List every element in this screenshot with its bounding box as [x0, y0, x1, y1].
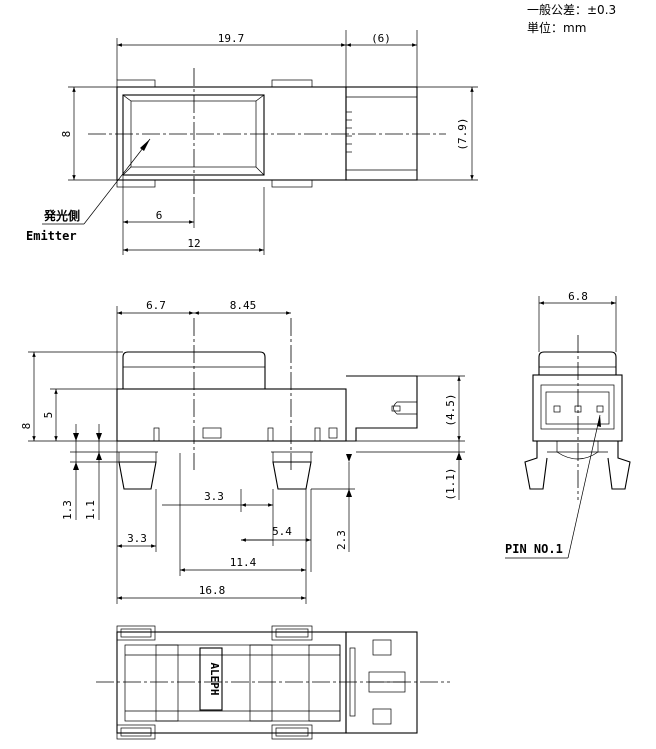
dim-side-pitch: 11.4	[230, 556, 257, 569]
dim-side-pin-width: 5.4	[272, 525, 292, 538]
dim-side-body-height: 5	[42, 412, 55, 419]
side-view: 6.7 8.45 8 5 (4.5) (1.1) 1.3 1.1	[20, 299, 465, 604]
bottom-view-body	[116, 631, 347, 734]
connector-latch	[393, 401, 417, 415]
dim-side-pin-height: 2.3	[335, 530, 348, 550]
top-view-tab	[271, 179, 313, 188]
dim-side-total: 16.8	[199, 584, 226, 597]
general-notes: 一般公差：±0.3 単位：mm	[527, 2, 616, 35]
dim-top-height-right: (7.9)	[456, 117, 469, 150]
dim-end-width: 6.8	[568, 290, 588, 303]
top-view-tab	[271, 79, 313, 88]
dim-side-connector-height: (4.5)	[444, 393, 457, 426]
emitter-label-jp: 発光側	[43, 208, 80, 223]
pin-3	[553, 405, 561, 413]
brand-label: ALEPH	[208, 662, 221, 695]
dim-side-connector-drop: (1.1)	[444, 467, 457, 500]
dim-side-leg-2: 1.1	[84, 500, 97, 520]
dim-emitter-width: 12	[187, 237, 200, 250]
side-view-body	[116, 388, 347, 442]
side-view-leg-left	[118, 461, 157, 490]
emitter-label-en: Emitter	[26, 229, 77, 243]
connector-ridges	[346, 111, 352, 153]
top-view: 19.7 (6) 8 (7.9) 6 12 発光側 Emitter	[26, 30, 478, 255]
dim-top-height: 8	[60, 131, 73, 138]
side-view-leg-right	[272, 461, 312, 490]
dim-side-pin-gap: 3.3	[204, 490, 224, 503]
pin-1	[596, 405, 604, 413]
unit-note: 単位：mm	[527, 20, 586, 35]
pin-label: PIN NO.1	[505, 542, 563, 556]
dim-emitter-center: 6	[156, 209, 163, 222]
dim-top-connector: (6)	[371, 32, 391, 45]
bottom-view: ALEPH	[96, 625, 450, 740]
end-view-socket	[540, 384, 615, 430]
tolerance-note: 一般公差：±0.3	[527, 2, 616, 17]
dim-side-b: 8.45	[230, 299, 257, 312]
dim-side-left: 3.3	[127, 532, 147, 545]
dim-side-leg-1: 1.3	[61, 500, 74, 520]
end-view-cap	[538, 351, 617, 375]
pin-leader	[567, 414, 601, 559]
end-view-leg-left	[524, 441, 548, 490]
dim-side-total-height: 8	[20, 423, 33, 430]
top-view-connector	[345, 86, 418, 181]
dim-top-length: 19.7	[218, 32, 245, 45]
brand-plate	[199, 647, 223, 711]
top-view-tab	[116, 179, 156, 188]
side-view-window	[202, 427, 222, 439]
side-view-connector	[346, 375, 418, 442]
bottom-view-connector	[345, 631, 418, 734]
top-view-tab	[116, 79, 156, 88]
end-view: 6.8 PIN NO.1	[505, 290, 631, 559]
emitter-window	[122, 94, 265, 176]
end-view-leg-right	[607, 441, 631, 490]
emitter-leader	[83, 138, 151, 225]
dim-side-a: 6.7	[146, 299, 166, 312]
